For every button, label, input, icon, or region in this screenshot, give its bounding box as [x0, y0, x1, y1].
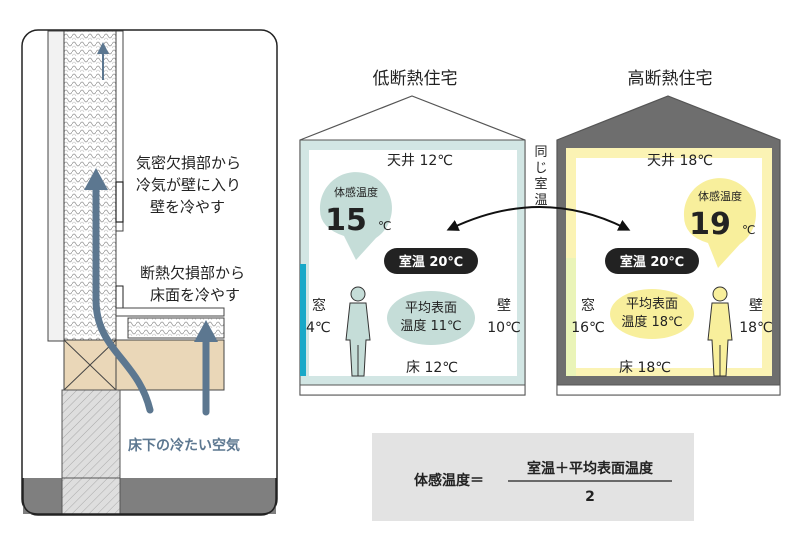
same-temp-char-4: 温 — [534, 193, 547, 208]
low-window-temp: 4℃ — [306, 320, 331, 336]
high-avg-surface-line-1: 平均表面 — [626, 297, 678, 312]
interior-wall-board — [115, 30, 124, 232]
high-window-label: 窓 — [581, 297, 595, 314]
high-window-temp: 16℃ — [571, 320, 605, 336]
high-avg-surface-line-2: 温度 18℃ — [621, 314, 682, 330]
high-perceived-value: 19 — [689, 207, 731, 242]
air-leak-note-line-3: 壁を冷やす — [150, 198, 225, 216]
low-house-window — [300, 264, 306, 376]
formula-background — [372, 433, 694, 521]
sill-cross-2 — [63, 339, 117, 391]
insulation-gap-note-line-1: 断熱欠損部から — [140, 264, 245, 282]
foundation-footing — [61, 477, 121, 515]
baseboard — [115, 285, 124, 309]
exterior-siding — [47, 30, 65, 342]
cold-air-wall-arrow — [92, 184, 154, 414]
low-avg-surface-line-1: 平均表面 — [405, 301, 457, 316]
low-room-temp: 室温 20℃ — [399, 254, 463, 270]
same-temp-char-3: 室 — [534, 176, 547, 192]
high-perceived-label: 体感温度 — [698, 189, 742, 203]
high-room-temp-pill — [605, 248, 699, 274]
high-perceived-bubble — [683, 178, 756, 268]
high-floor-temp: 床 18℃ — [619, 360, 671, 376]
high-ceiling-temp: 天井 18℃ — [647, 153, 713, 169]
high-house-window — [566, 258, 576, 376]
low-perceived-bubble — [319, 172, 392, 260]
low-wall-label: 壁 — [497, 298, 511, 314]
low-insulation-house: 低断熱住宅 天井 12℃ 体感温度 15 ℃ 室温 20℃ 窓 4℃ 平均表面 … — [299, 69, 526, 396]
floor-finish — [115, 307, 225, 317]
air-leak-gap — [115, 181, 124, 223]
ground — [23, 478, 276, 514]
low-person-icon — [345, 286, 371, 377]
small-up-arrow-head — [97, 42, 109, 54]
formula-numerator: 室温＋平均表面温度 — [527, 460, 654, 477]
panel-frame-bottom — [22, 478, 277, 515]
high-wall-label: 壁 — [749, 298, 763, 314]
low-perceived-value: 15 — [325, 203, 367, 238]
formula-denominator: 2 — [585, 489, 595, 505]
low-house-floor-base — [299, 384, 526, 396]
low-ceiling-temp: 天井 12℃ — [387, 153, 453, 169]
same-temp-char-1: 同 — [534, 145, 547, 160]
low-room-temp-pill — [384, 248, 478, 274]
high-wall-temp: 18℃ — [739, 320, 773, 336]
low-perceived-unit: ℃ — [378, 219, 391, 233]
high-house-title: 高断熱住宅 — [628, 69, 713, 89]
low-window-label: 窓 — [312, 297, 326, 314]
same-temp-double-arrow — [446, 206, 631, 231]
cold-air-wall-arrow-head — [84, 168, 108, 190]
same-room-temp-link: 同 じ 室 温 — [446, 145, 631, 231]
cold-air-floor-arrow-head — [194, 320, 218, 342]
high-insulation-house: 高断熱住宅 天井 18℃ 体感温度 19 ℃ 室温 20℃ 窓 16℃ 平均表面… — [556, 69, 781, 396]
low-floor-temp: 床 12℃ — [406, 360, 458, 376]
low-house-title: 低断熱住宅 — [373, 69, 458, 89]
low-perceived-label: 体感温度 — [334, 185, 378, 199]
high-room-temp: 室温 20℃ — [620, 254, 684, 270]
air-leak-note-line-1: 気密欠損部から — [136, 154, 241, 172]
high-house-floor-base — [556, 384, 781, 396]
low-avg-surface-line-2: 温度 11℃ — [400, 318, 461, 334]
air-leak-note-line-2: 冷気が壁に入り — [136, 176, 241, 194]
high-perceived-unit: ℃ — [742, 223, 755, 237]
same-temp-char-2: じ — [534, 161, 547, 176]
low-wall-temp: 10℃ — [487, 320, 521, 336]
insulation-gap-note-line-2: 床面を冷やす — [150, 286, 240, 304]
formula-box: 体感温度＝ 室温＋平均表面温度 2 — [372, 433, 694, 521]
formula-lhs: 体感温度＝ — [414, 472, 484, 489]
cold-air-label: 床下の冷たい空気 — [128, 437, 240, 454]
high-avg-surface-bubble — [610, 289, 694, 339]
low-avg-surface-bubble — [387, 291, 475, 345]
high-person-icon — [707, 286, 733, 377]
wall-section-panel: 気密欠損部から 冷気が壁に入り 壁を冷やす 断熱欠損部から 床面を冷やす 床下の… — [21, 29, 278, 516]
